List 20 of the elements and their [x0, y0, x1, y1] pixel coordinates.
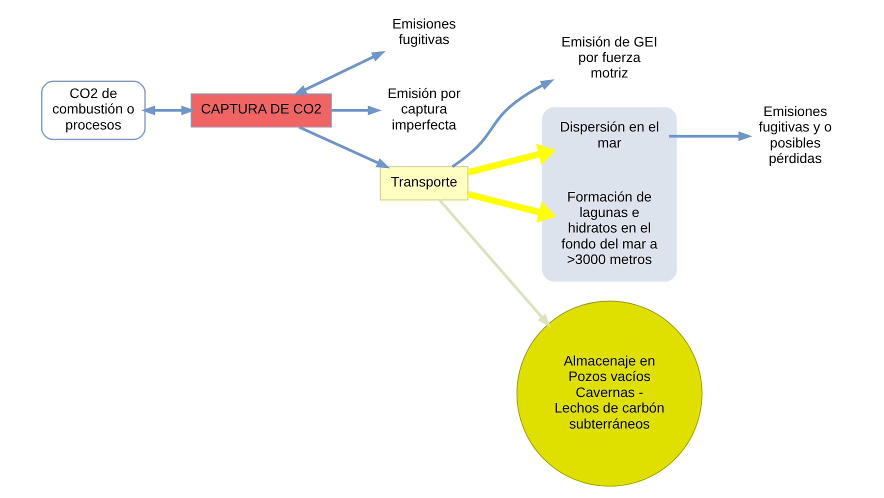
arrow — [467, 190, 556, 222]
arrow — [298, 126, 390, 168]
arrow — [669, 131, 752, 142]
node-text: Emisiones fugitivas y o posibles pérdidas — [758, 102, 832, 166]
node-box: CAPTURA DE CO2 — [190, 93, 332, 128]
node-text: Formación de lagunas e hidratos en el fondo del mar a >3000 metros — [561, 188, 658, 268]
arrow — [331, 106, 382, 116]
node-box: CO2 de combustión o procesos — [41, 80, 146, 140]
arrow — [141, 106, 196, 116]
node-text: Emisiones fugitivas — [392, 15, 456, 47]
node-text: Emisión por captura imperfecta — [388, 84, 461, 132]
node-box: Transporte — [380, 166, 468, 200]
cluster — [542, 107, 677, 282]
arrow — [452, 79, 554, 168]
node-circle: Almacenaje en Pozos vacíos Cavernas - Lechos de carbón subterráneos — [516, 300, 702, 487]
node-text: Emisión de GEI por fuerza motriz — [561, 33, 658, 81]
node-text: Dispersión en el mar — [560, 118, 660, 150]
arrow — [438, 199, 551, 328]
arrow — [467, 144, 556, 176]
arrow — [292, 51, 386, 96]
